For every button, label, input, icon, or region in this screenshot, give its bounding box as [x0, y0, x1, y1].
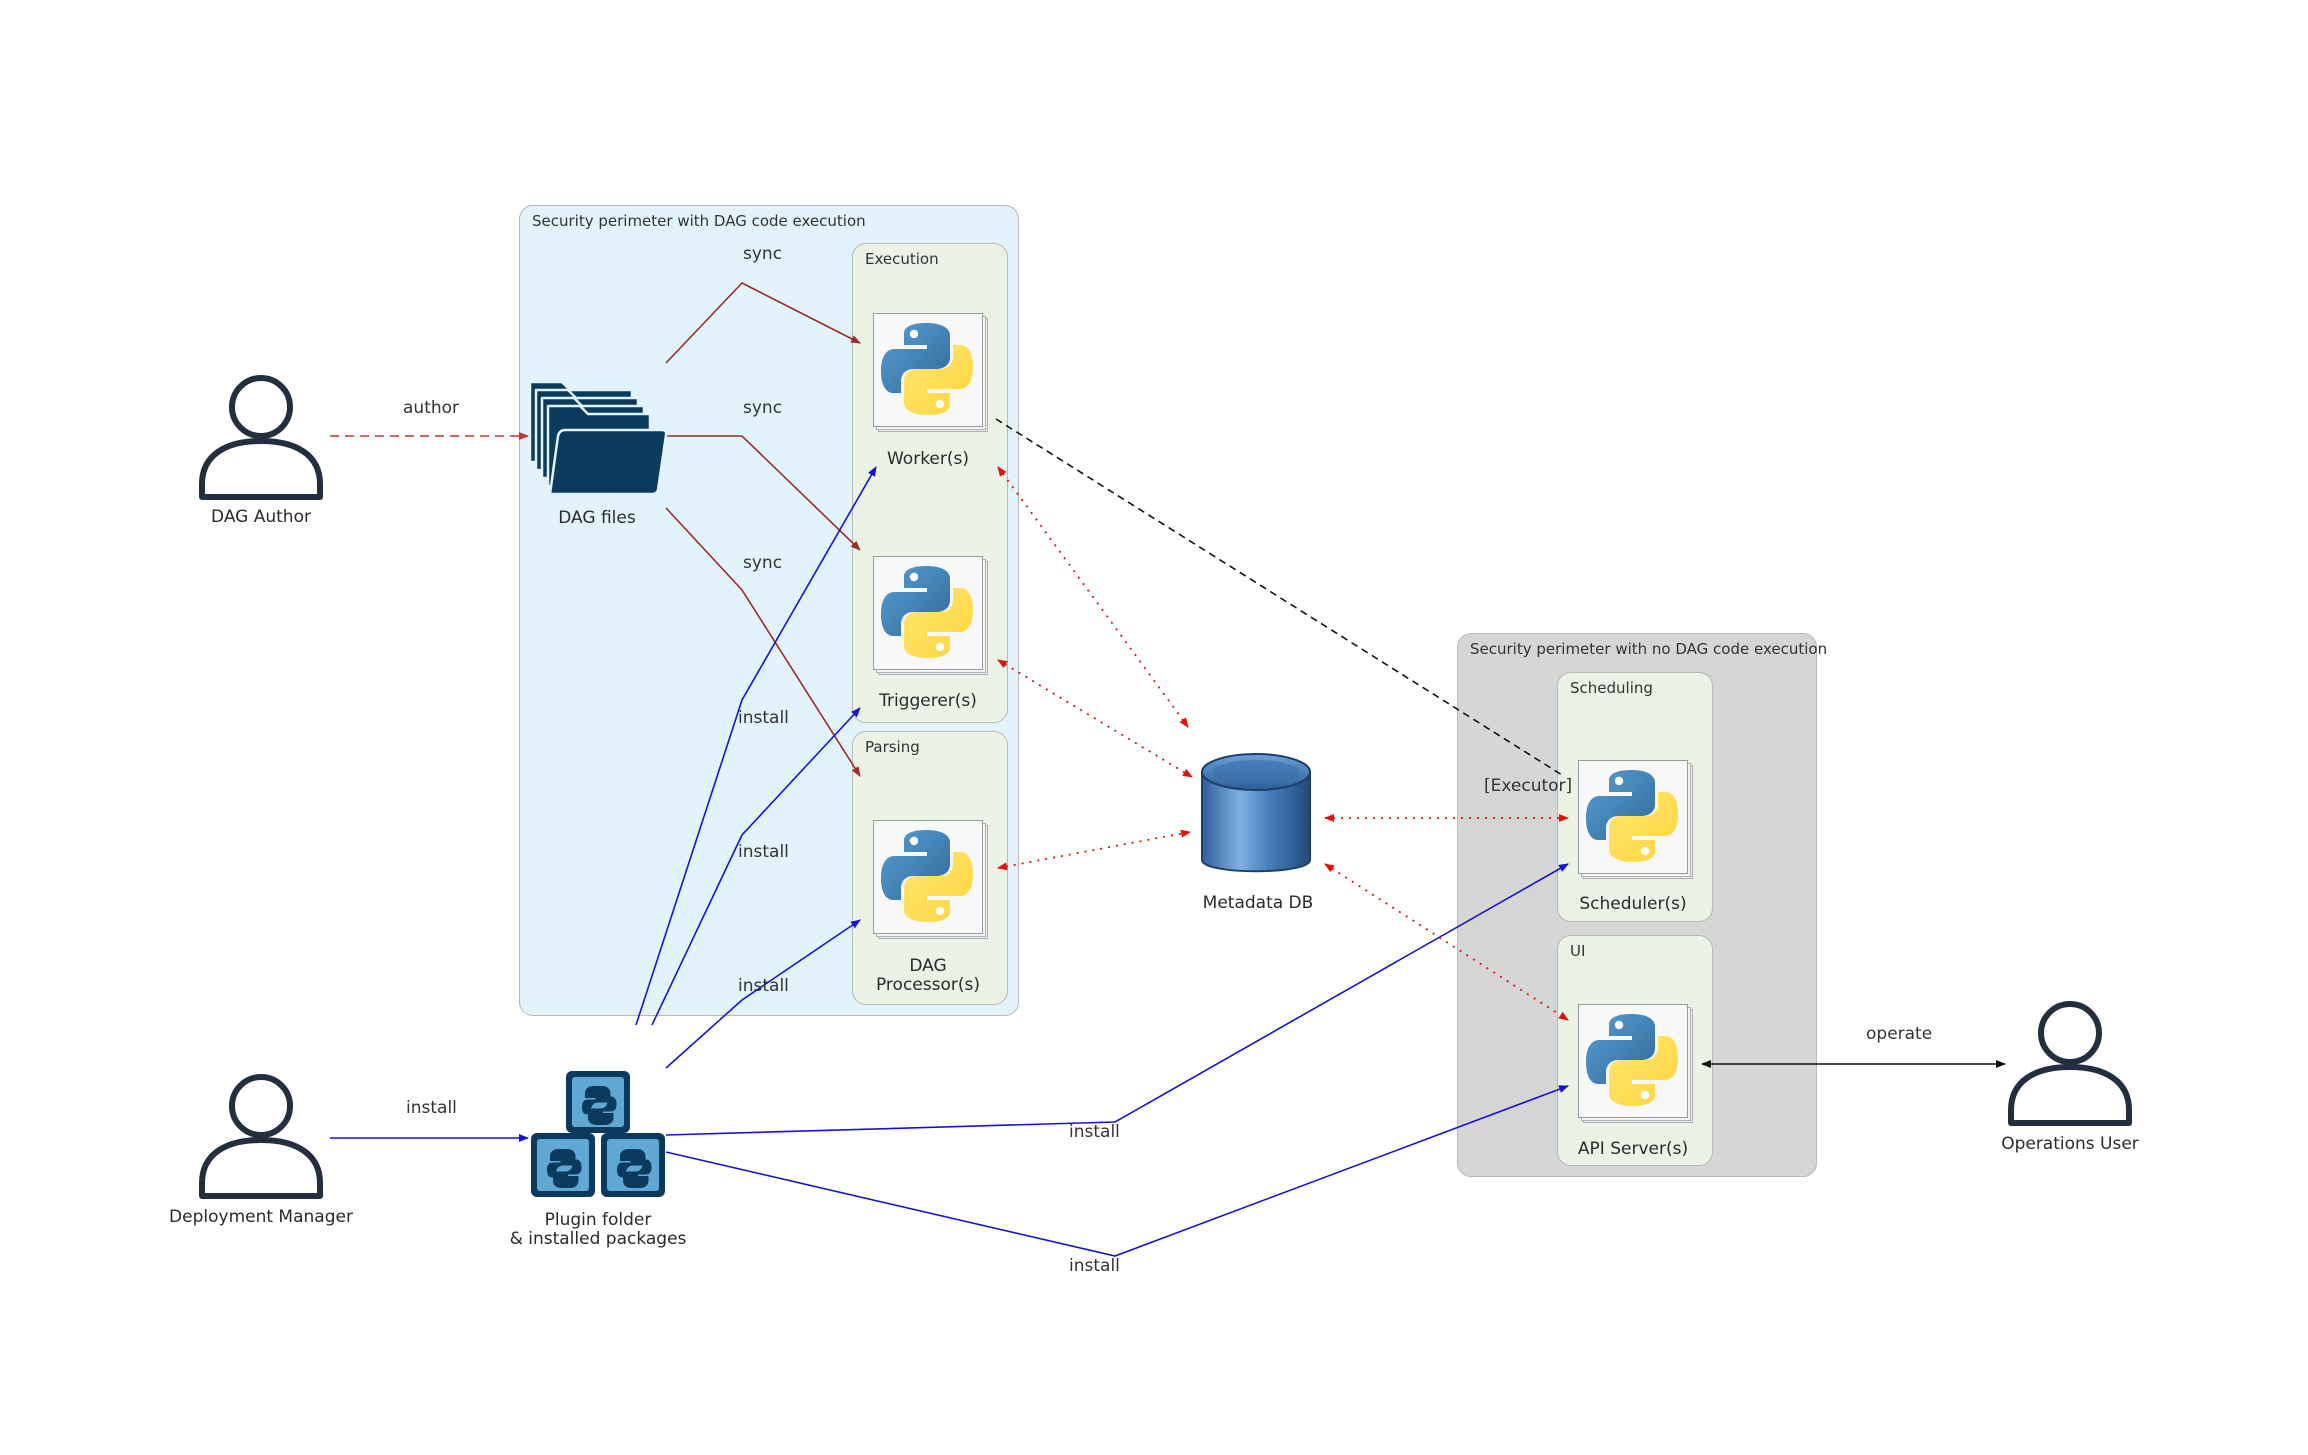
edge-executor [995, 418, 1563, 776]
python-card-schedulers [1578, 760, 1693, 880]
label-install-api: install [1069, 1256, 1120, 1276]
python-logo-icon [881, 830, 973, 922]
node-plugin-folder: Plugin folder & installed packages [509, 1210, 687, 1249]
python-logo-icon [881, 566, 973, 658]
node-operations-user: Operations User [2001, 1134, 2139, 1154]
node-triggerers: Triggerer(s) [879, 691, 977, 711]
node-dag-author: DAG Author [211, 507, 311, 527]
user-icon [2008, 1001, 2132, 1126]
cluster-no-dag-perimeter-label: Security perimeter with no DAG code exec… [1470, 640, 1828, 658]
label-author: author [403, 398, 460, 418]
python-card-dag-processors [873, 820, 988, 940]
cluster-scheduling-label: Scheduling [1570, 679, 1653, 697]
user-icon [199, 1074, 323, 1199]
cluster-ui-label: UI [1570, 942, 1586, 960]
node-dag-processors: DAG Processor(s) [875, 956, 980, 995]
edge-sync-worker [665, 282, 861, 364]
python-card-workers [873, 313, 988, 433]
edge-install-processor [665, 919, 861, 1069]
node-workers: Worker(s) [886, 449, 969, 469]
label-install-scheduler: install [1069, 1122, 1120, 1142]
label-install-manager: install [406, 1098, 457, 1118]
python-package-cubes-icon [531, 1071, 665, 1197]
edge-sync-triggerer [666, 435, 861, 551]
database-cylinder-icon [1201, 753, 1311, 873]
node-dag-files: DAG files [558, 508, 636, 528]
edge-install-api [665, 1085, 1569, 1257]
python-card-api-servers [1578, 1004, 1693, 1124]
label-install-worker: install [738, 708, 789, 728]
edge-sync-processor [665, 507, 861, 777]
edge-db-triggerer [997, 659, 1193, 778]
node-metadata-db: Metadata DB [1202, 893, 1314, 913]
python-logo-icon [1586, 770, 1678, 862]
label-install-processor: install [738, 976, 789, 996]
node-api-servers: API Server(s) [1577, 1139, 1689, 1159]
label-sync-triggerer: sync [743, 398, 783, 418]
edge-db-worker [997, 466, 1189, 728]
node-deployment-manager: Deployment Manager [169, 1207, 353, 1227]
user-icon [199, 375, 323, 500]
cluster-execution-label: Execution [865, 250, 939, 268]
node-schedulers: Scheduler(s) [1579, 894, 1687, 914]
label-sync-processor: sync [743, 553, 783, 573]
label-executor: [Executor] [1484, 776, 1573, 796]
python-logo-icon [1586, 1014, 1678, 1106]
folder-stack-icon [528, 380, 668, 496]
cluster-parsing-label: Parsing [865, 738, 920, 756]
edge-install-triggerer [651, 707, 861, 1026]
label-operate: operate [1866, 1024, 1933, 1044]
edge-db-processor [997, 829, 1191, 871]
edge-install-scheduler [665, 863, 1569, 1136]
label-install-triggerer: install [738, 842, 789, 862]
python-logo-icon [881, 323, 973, 415]
label-sync-worker: sync [743, 244, 783, 264]
edge-db-api [1324, 863, 1569, 1021]
edge-install-worker [635, 466, 877, 1026]
cluster-dag-perimeter-label: Security perimeter with DAG code executi… [532, 212, 866, 230]
python-card-triggerers [873, 556, 988, 676]
